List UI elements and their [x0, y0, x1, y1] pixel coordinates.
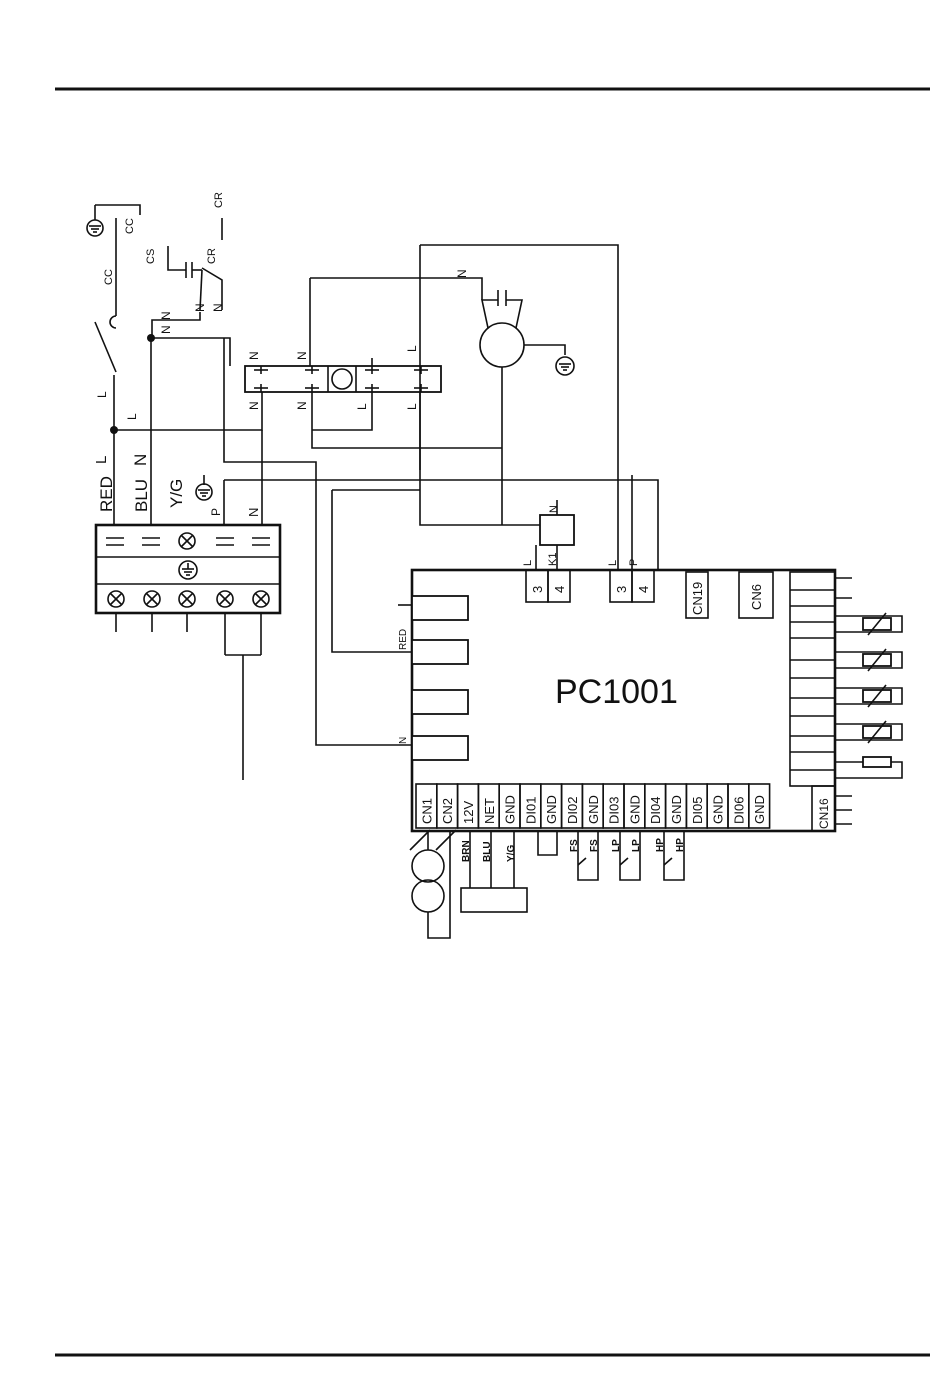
temperature-sensor-1 — [835, 613, 902, 635]
n-label-8: N — [295, 401, 309, 410]
terminal-n2-label: N — [246, 508, 261, 517]
n-label-3: N — [193, 303, 207, 312]
motor-n-label: N — [455, 269, 469, 278]
k1-l-label: L — [522, 560, 534, 566]
hp-label-2: HP — [675, 838, 686, 852]
bottom-devices: BRN BLU Y/G FS FS LP LP HP HP — [410, 830, 686, 938]
contactor-block: N N L N N L L — [245, 345, 441, 410]
pin-label: DI05 — [690, 797, 705, 824]
pin-label: DI03 — [607, 797, 622, 824]
temperature-sensor-4 — [835, 721, 902, 743]
high-pressure-switch: HP HP — [655, 832, 686, 880]
left-block-4 — [412, 736, 468, 760]
fs-label-2: FS — [589, 839, 600, 852]
pin-label: CN2 — [440, 798, 455, 824]
n-tap-label: N — [398, 737, 409, 744]
cn6-label: CN6 — [749, 584, 764, 610]
temperature-sensor-2 — [835, 649, 902, 671]
cr-label: CR — [206, 248, 218, 264]
pin-label: GND — [627, 795, 642, 824]
wire-brn-label: BRN — [461, 840, 472, 862]
pin-label: CN1 — [419, 798, 434, 824]
cr-label-top: CR — [213, 192, 225, 208]
pin-label: DI06 — [731, 797, 746, 824]
cn16-label: CN16 — [817, 798, 831, 829]
terminal-ground-icon — [196, 475, 212, 500]
red-tap-label: RED — [398, 629, 409, 650]
terminal-blu-label: BLU — [132, 479, 151, 512]
left-block-3 — [412, 690, 468, 714]
pin-label: DI02 — [565, 797, 580, 824]
pin-label: GND — [669, 795, 684, 824]
flow-switch: FS FS — [569, 832, 600, 880]
resistor-sensor — [835, 757, 902, 778]
ground-terminal-icon — [179, 561, 197, 579]
pin-label: GND — [503, 795, 518, 824]
power-p-label: P — [628, 559, 640, 566]
k1-relay: N K1 L L P — [522, 500, 640, 570]
l-label-2: L — [125, 413, 139, 420]
left-block-2 — [412, 640, 468, 664]
hp-label-1: HP — [655, 838, 666, 852]
relay-t4-label: 4 — [552, 586, 567, 593]
terminal-red-label: RED — [97, 476, 116, 512]
n-label-4: N — [211, 303, 225, 312]
board-title: PC1001 — [555, 673, 678, 711]
wire-yg-label: Y/G — [506, 845, 517, 862]
pin-label: NET — [482, 798, 497, 824]
transformer-icon — [410, 830, 456, 938]
relay-t3-label: 3 — [530, 586, 545, 593]
n-label-6: N — [295, 351, 309, 360]
pin-label: GND — [544, 795, 559, 824]
cc-label: CC — [103, 269, 115, 285]
wire-controller — [461, 888, 527, 912]
l-label-5: L — [405, 403, 419, 410]
terminal-l-label: L — [93, 456, 110, 464]
n-label-2: N — [159, 311, 173, 320]
k1-label: K1 — [547, 553, 559, 566]
pin-label: DI04 — [648, 797, 663, 824]
n-label-5: N — [247, 351, 261, 360]
pin-label: GND — [752, 795, 767, 824]
terminal-n-label: N — [131, 454, 150, 466]
terminal-p-label: P — [209, 508, 223, 516]
fan-motor: N — [455, 269, 574, 525]
power-t3-label: 3 — [614, 586, 629, 593]
terminal-screw-row — [108, 591, 269, 607]
n-label-7: N — [247, 401, 261, 410]
wire-blu-label: BLU — [482, 841, 493, 862]
cc-label-top: CC — [124, 218, 136, 234]
fs-label-1: FS — [569, 839, 580, 852]
cn19-label: CN19 — [690, 582, 705, 615]
pin-label: 12V — [461, 801, 476, 824]
right-connector-strip — [790, 572, 835, 786]
terminal-block: RED L BLU N Y/G P N — [93, 454, 280, 780]
low-pressure-switch: LP LP — [611, 832, 642, 880]
pin-label: GND — [711, 795, 726, 824]
main-board: PC1001 RED N — [398, 570, 902, 831]
pin-label: GND — [586, 795, 601, 824]
pin-label: DI01 — [523, 797, 538, 824]
motor-ground-icon — [556, 357, 574, 375]
lp-label-2: LP — [631, 839, 642, 852]
di01-jumper — [538, 832, 557, 855]
l-label-4: L — [355, 403, 369, 410]
bottom-pin-row: CN1 CN2 12V NET GND DI01 GND DI02 GND DI03 GND DI04… — [416, 784, 770, 828]
l-label-1: L — [95, 391, 109, 398]
power-t4-label: 4 — [636, 586, 651, 593]
terminal-top-row — [106, 533, 270, 549]
temperature-sensor-3 — [835, 685, 902, 707]
l-label-3: L — [405, 345, 419, 352]
left-block-1 — [412, 596, 468, 620]
k1-n-label: N — [548, 505, 560, 513]
cs-label: CS — [145, 249, 157, 264]
lp-label-1: LP — [611, 839, 622, 852]
n-label-1: N — [159, 325, 173, 334]
terminal-yg-label: Y/G — [167, 479, 186, 508]
